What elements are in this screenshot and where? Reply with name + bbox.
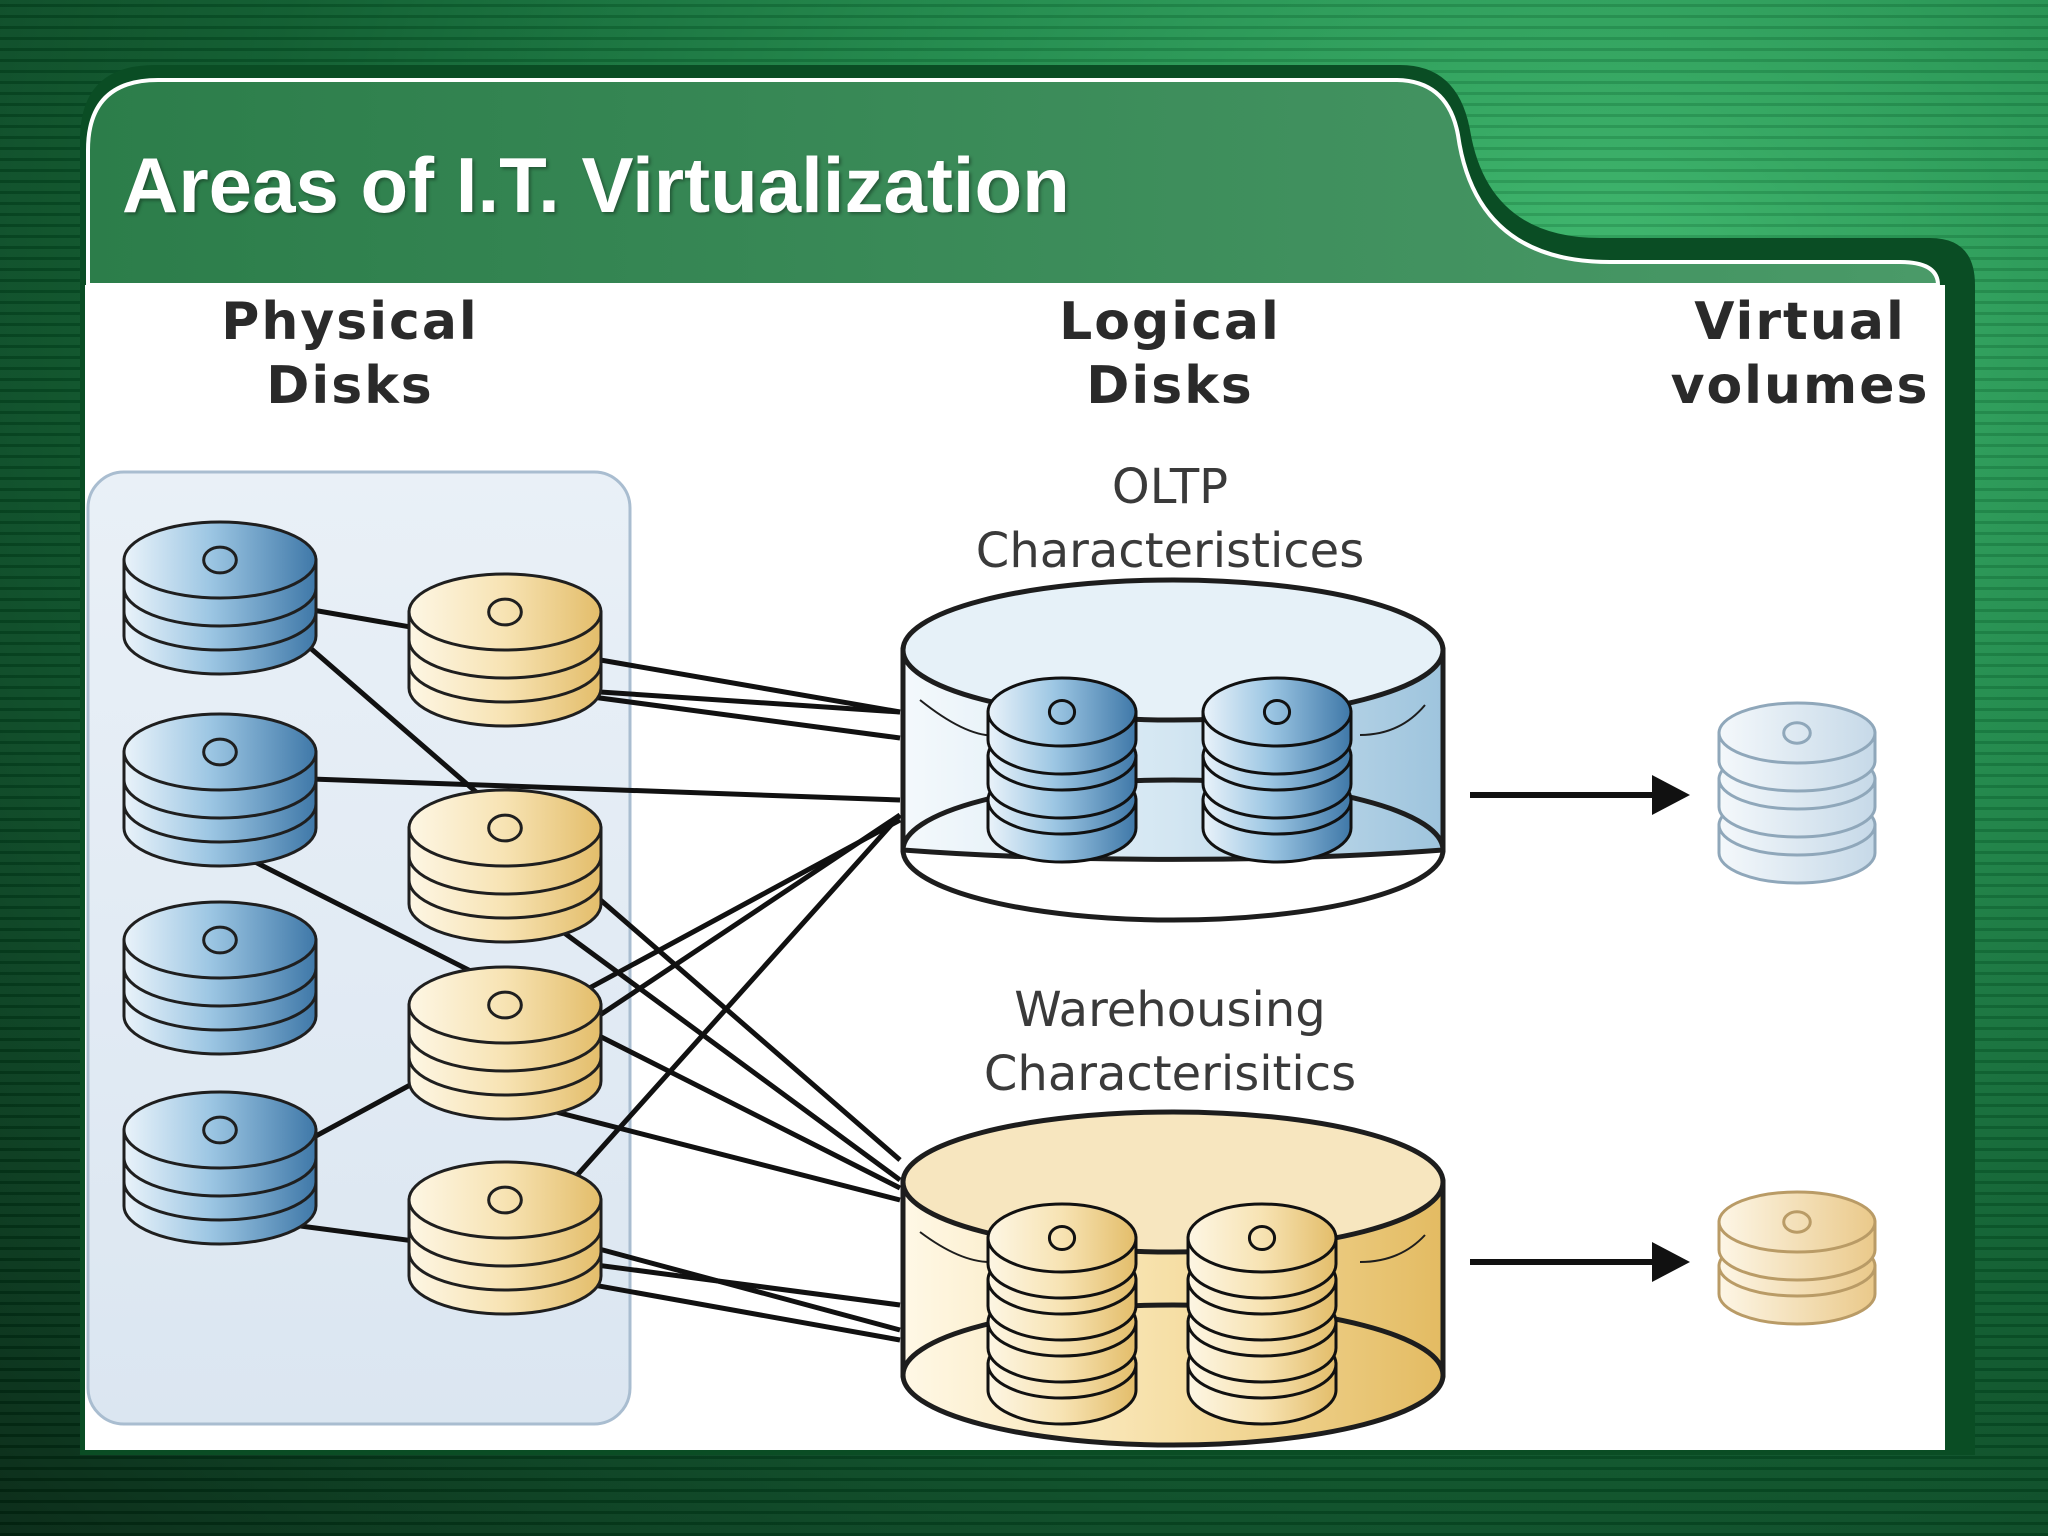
physical-disks <box>122 520 603 1316</box>
column-header-logical: Logical Disks <box>990 290 1350 418</box>
disk-stack-icon <box>407 572 603 728</box>
column-header-logical-line2: Disks <box>1086 356 1254 416</box>
disk-stack-icon <box>122 1090 318 1246</box>
warehousing-disk-stacks <box>986 1202 1338 1426</box>
disk-stack-icon <box>1717 1190 1877 1326</box>
warehousing-group-label-line1: Warehousing <box>1014 982 1326 1038</box>
connection-line <box>508 890 902 1183</box>
oltp-group-label: OLTP Characteristices <box>880 455 1460 583</box>
disk-stack-icon <box>122 520 318 676</box>
disk-stack-icon <box>122 712 318 868</box>
disk-stack-icon <box>1201 676 1353 864</box>
connection-line <box>288 817 902 1153</box>
connection-line <box>254 774 901 803</box>
right-arrow-icon <box>1470 1242 1690 1282</box>
column-header-physical-line2: Disks <box>266 356 434 416</box>
disk-stack-icon <box>1186 1202 1338 1426</box>
column-header-physical-line1: Physical <box>221 292 479 352</box>
disk-stack-icon <box>986 1202 1138 1426</box>
oltp-disk-stacks <box>986 676 1353 864</box>
warehousing-group-label: Warehousing Characterisitics <box>880 978 1460 1106</box>
column-header-virtual: Virtual volumes <box>1630 290 1970 418</box>
page-title: Areas of I.T. Virtualization <box>122 141 1070 229</box>
oltp-group-label-line2: Characteristices <box>975 523 1365 579</box>
column-header-logical-line1: Logical <box>1059 292 1281 352</box>
header-tab <box>86 78 1941 287</box>
right-arrow-icon <box>1470 775 1690 815</box>
disk-stack-icon <box>986 676 1138 864</box>
warehousing-group-label-line2: Characterisitics <box>983 1046 1357 1102</box>
column-header-physical: Physical Disks <box>180 290 520 418</box>
disk-stack-icon <box>407 965 603 1121</box>
column-header-virtual-line1: Virtual <box>1694 292 1906 352</box>
virtual-volumes <box>1717 701 1877 1326</box>
disk-stack-icon <box>407 788 603 944</box>
disk-stack-icon <box>1717 701 1877 885</box>
warehousing-logical-disk <box>900 1109 1446 1448</box>
oltp-group-label-line1: OLTP <box>1111 459 1229 515</box>
column-header-virtual-line2: volumes <box>1670 356 1930 416</box>
disk-stack-icon <box>122 900 318 1056</box>
disk-stack-icon <box>407 1160 603 1316</box>
